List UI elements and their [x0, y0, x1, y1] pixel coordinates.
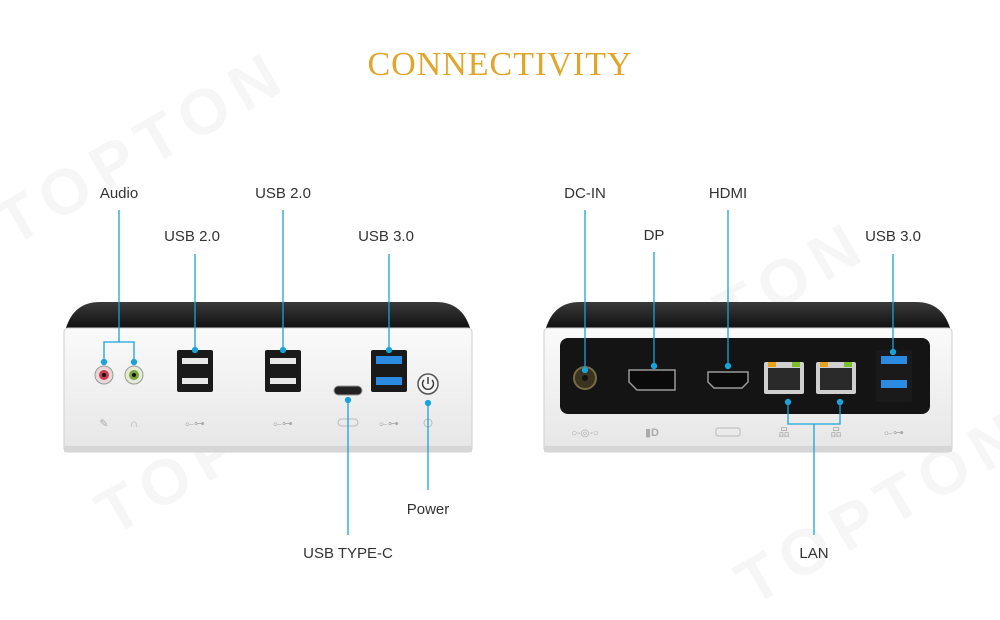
label-audio: Audio	[99, 185, 139, 202]
label-lan: LAN	[799, 545, 829, 562]
label-dc-in: DC-IN	[564, 185, 606, 202]
headphone-icon: ∩	[130, 418, 138, 430]
usb-icon-2: ⟜⊶	[273, 418, 293, 430]
hdmi-port	[707, 371, 749, 389]
network-icon-1: 品	[779, 426, 790, 439]
power-button[interactable]	[417, 373, 439, 395]
lan-port-2	[816, 362, 856, 394]
label-usb20-left: USB 2.0	[164, 228, 220, 245]
network-icon-2: 品	[831, 426, 842, 439]
label-hdmi: HDMI	[708, 185, 748, 202]
dp-icon: ▮D	[645, 427, 659, 439]
rear-panel-device: ○-◎-○ ▮D 品 品 ⟜⊶	[543, 302, 953, 453]
label-dp: DP	[643, 227, 665, 244]
label-usb-type-c: USB TYPE-C	[303, 545, 393, 562]
label-usb30-front: USB 3.0	[358, 228, 414, 245]
usb20-port-left	[177, 350, 213, 392]
usb-icon-1: ⟜⊶	[185, 418, 205, 430]
usb-icon-rear: ⟜⊶	[884, 427, 904, 439]
usb30-port-front	[371, 350, 407, 392]
usb20-port-right	[265, 350, 301, 392]
hdmi-icon	[715, 427, 741, 437]
dc-in-icon: ○-◎-○	[571, 428, 598, 439]
label-usb30-rear: USB 3.0	[865, 228, 921, 245]
label-usb20-right: USB 2.0	[255, 185, 311, 202]
audio-mic-jack	[94, 365, 114, 385]
front-panel-device: ✎ ∩ ⟜⊶ ⟜⊶ ⟜⊶	[63, 302, 473, 453]
mic-icon: ✎	[99, 418, 108, 430]
displayport-port	[628, 369, 676, 391]
label-power: Power	[406, 501, 450, 518]
page-title: CONNECTIVITY	[367, 46, 633, 83]
dc-in-port	[573, 366, 597, 390]
audio-headphone-jack	[124, 365, 144, 385]
lan-port-1	[764, 362, 804, 394]
usb30-port-rear	[876, 350, 912, 402]
usb-type-c-port	[333, 385, 363, 396]
usb-icon-3: ⟜⊶	[379, 418, 399, 430]
